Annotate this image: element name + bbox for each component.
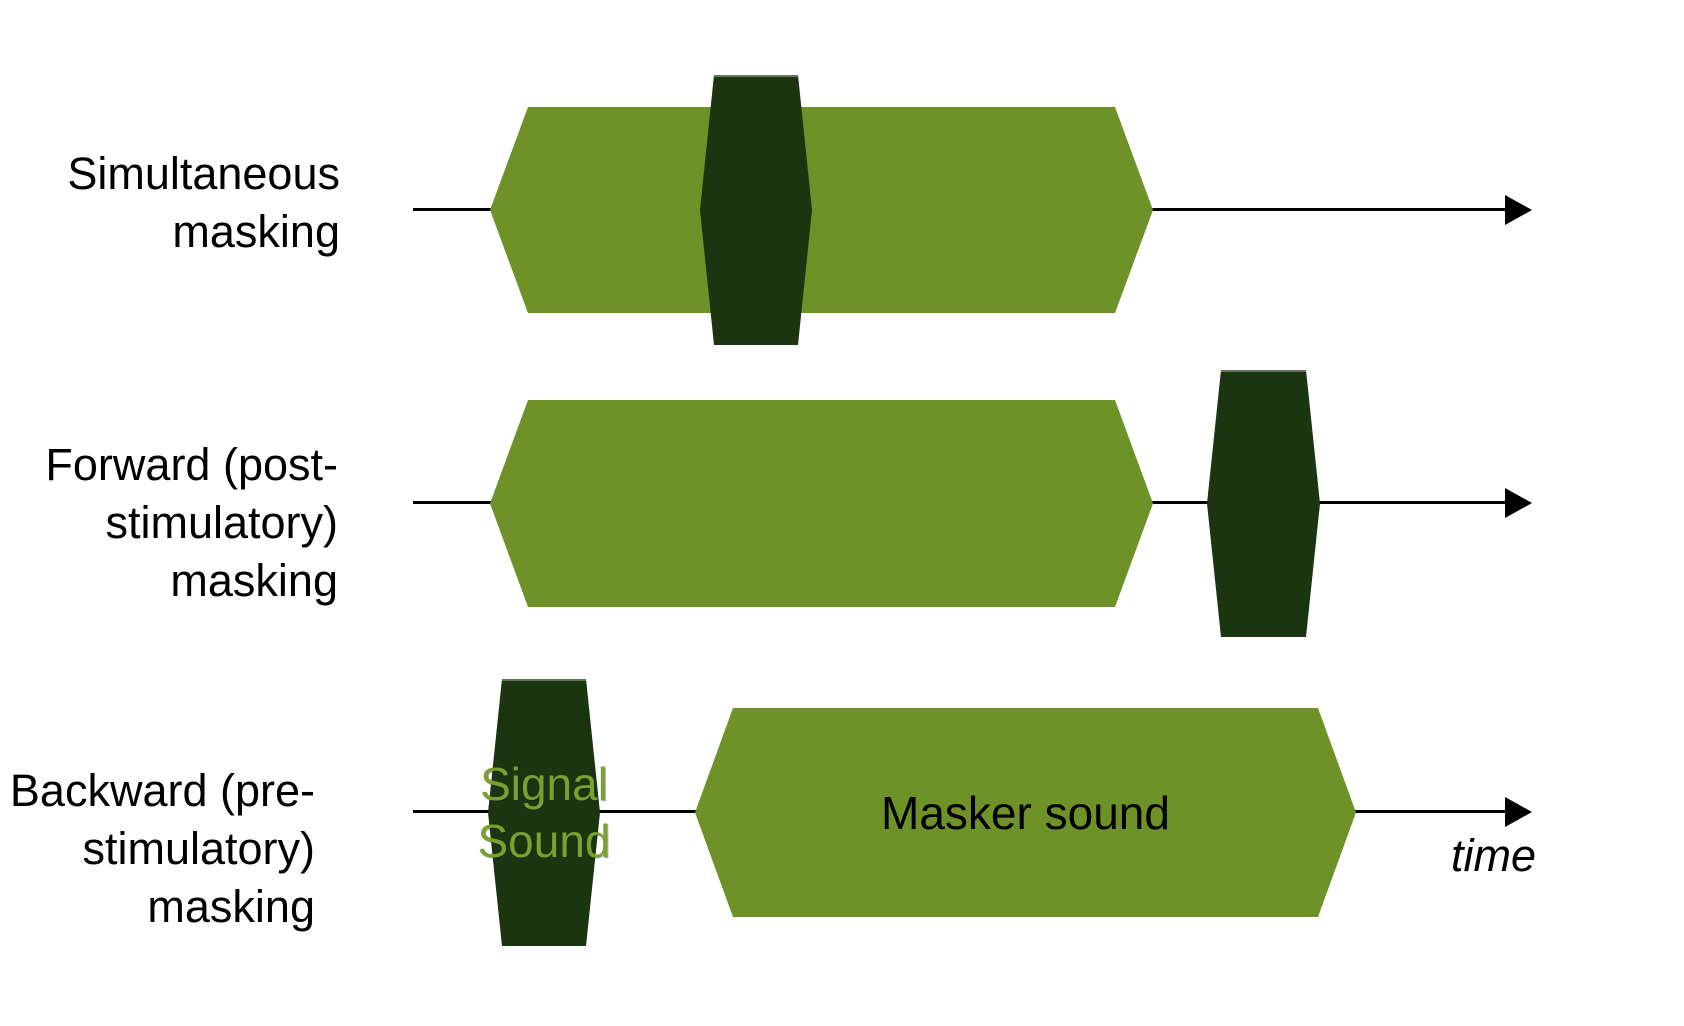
arrowhead-icon bbox=[1505, 195, 1532, 225]
label-line: Signal bbox=[480, 758, 608, 810]
label-line: masking bbox=[170, 555, 338, 606]
masker-sound-shape-row2 bbox=[490, 400, 1153, 607]
label-line: Backward (pre- bbox=[9, 765, 315, 816]
signal-sound-label: Signal Sound bbox=[444, 756, 644, 870]
masker-sound-shape-row1 bbox=[490, 107, 1153, 313]
arrowhead-icon bbox=[1505, 797, 1532, 827]
row-label-backward-masking: Backward (pre- stimulatory) masking bbox=[0, 762, 315, 936]
label-line: masking bbox=[172, 206, 340, 257]
row-label-forward-masking: Forward (post- stimulatory) masking bbox=[0, 436, 338, 610]
row-label-simultaneous-masking: Simultaneous masking bbox=[0, 145, 340, 261]
signal-sound-shape-row2 bbox=[1207, 370, 1320, 637]
label-line: Forward (post- bbox=[45, 439, 338, 490]
label-line: Sound bbox=[477, 815, 611, 867]
label-line: Simultaneous bbox=[67, 148, 340, 199]
signal-sound-shape-row3 bbox=[488, 679, 600, 946]
arrowhead-icon bbox=[1505, 488, 1532, 518]
label-line: stimulatory) bbox=[82, 823, 315, 874]
label-line: stimulatory) bbox=[105, 497, 338, 548]
time-axis-label: time bbox=[1450, 830, 1536, 881]
masker-sound-shape-row3 bbox=[695, 708, 1356, 917]
label-line: masking bbox=[147, 881, 315, 932]
signal-sound-shape-row1 bbox=[700, 75, 812, 345]
masker-sound-label: Masker sound bbox=[881, 786, 1170, 839]
